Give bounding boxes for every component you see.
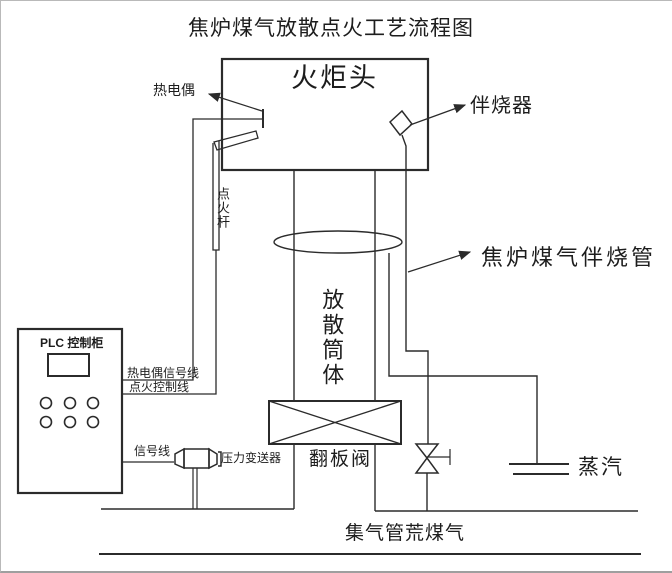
plc-button bbox=[39, 396, 53, 410]
plc-cabinet-box bbox=[16, 327, 124, 495]
steam-pipe bbox=[388, 253, 538, 463]
label-ignition-control-line: 点火控制线 bbox=[129, 380, 190, 394]
label-steam: 蒸汽 bbox=[578, 455, 624, 479]
label-ignition-rod: 点火杆 bbox=[214, 187, 230, 229]
pressure-transmitter-port bbox=[218, 451, 222, 467]
companion-burner-arrow bbox=[409, 104, 467, 126]
plc-display bbox=[47, 353, 90, 377]
plc-button bbox=[39, 415, 53, 429]
label-signal-line: 信号线 bbox=[134, 444, 171, 458]
label-flare-head: 火炬头 bbox=[291, 63, 378, 93]
companion-ring-ellipse bbox=[273, 230, 403, 254]
label-vent-cylinder: 放散筒体 bbox=[319, 288, 345, 388]
plc-button bbox=[86, 396, 100, 410]
label-flap-valve: 翻板阀 bbox=[309, 449, 373, 470]
pressure-transmitter-body bbox=[183, 448, 210, 469]
label-plc-cabinet: PLC 控制柜 bbox=[40, 336, 104, 350]
ignition-control-wire bbox=[122, 250, 217, 395]
companion-gas-pipe bbox=[401, 134, 429, 444]
plc-button bbox=[86, 415, 100, 429]
label-companion-burner: 伴烧器 bbox=[470, 95, 533, 117]
pressure-transmitter-right-cap bbox=[208, 447, 218, 470]
label-gas-collecting-main: 集气管荒煤气 bbox=[345, 523, 466, 544]
plc-button bbox=[63, 415, 77, 429]
thermocouple-signal-wire bbox=[122, 118, 262, 381]
flap-valve-diagonal bbox=[268, 400, 402, 445]
label-companion-pipe: 焦炉煤气伴烧管 bbox=[481, 245, 657, 270]
flare-head-box bbox=[220, 57, 430, 172]
diagram-title: 焦炉煤气放散点火工艺流程图 bbox=[188, 16, 474, 40]
thermocouple-arrow bbox=[207, 92, 263, 112]
pressure-transmitter-left-cap bbox=[174, 447, 185, 470]
gate-valve-icon bbox=[414, 443, 440, 460]
flap-valve-box bbox=[268, 400, 402, 445]
gate-valve-icon bbox=[414, 456, 440, 474]
label-thermocouple-signal-line: 热电偶信号线 bbox=[127, 366, 200, 380]
label-thermocouple: 热电偶 bbox=[153, 84, 195, 99]
companion-pipe-arrow bbox=[407, 250, 472, 273]
label-pressure-transmitter: 压力变送器 bbox=[221, 451, 282, 465]
plc-button bbox=[63, 396, 77, 410]
ignition-rod-tip bbox=[213, 130, 259, 151]
companion-burner-icon bbox=[388, 109, 414, 137]
